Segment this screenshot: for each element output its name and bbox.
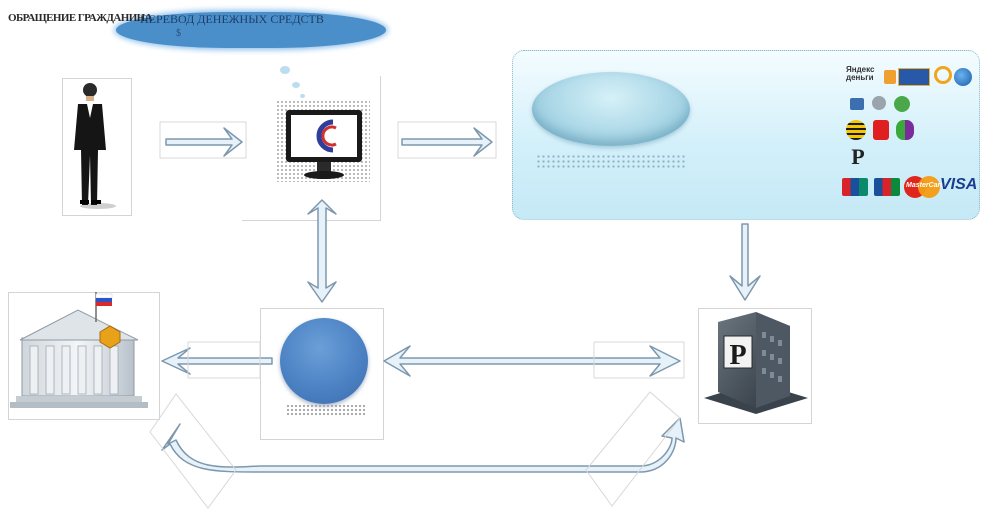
arrow-frame <box>585 391 681 507</box>
bank-building-icon: Р <box>704 312 808 414</box>
monitor-icon <box>286 110 362 179</box>
government-building-icon <box>10 292 148 408</box>
arrow-computer-hub <box>307 199 337 303</box>
title-cloud <box>116 12 386 48</box>
arrow-bank-hub <box>383 345 681 377</box>
webmoney-logo <box>954 68 972 86</box>
arrow-payment-to-bank <box>729 223 761 301</box>
contact-logo <box>898 68 930 86</box>
arrow-frame <box>593 341 685 379</box>
mts-logo <box>873 120 889 140</box>
header-left-text: ОБРАЩЕНИЕ ГРАЖДАНИНА <box>8 12 153 24</box>
arrow-frame <box>187 341 261 379</box>
bank-ruble-sign: Р <box>729 340 746 371</box>
visa-logo: VISA <box>940 176 978 193</box>
businessman-icon <box>74 83 116 209</box>
ring-logo <box>934 66 952 84</box>
thought-bubble <box>300 94 305 98</box>
arrow-computer-to-payment <box>401 127 493 157</box>
arrow-person-to-computer <box>165 127 243 157</box>
qiwi-logo <box>850 98 864 110</box>
hub-shadow <box>286 404 366 416</box>
mastercard-label: MasterCard <box>906 182 945 189</box>
wallet-logo <box>884 70 896 84</box>
thought-bubble <box>292 82 300 88</box>
bank-logo <box>872 96 886 110</box>
page-title: ПЕРЕВОД ДЕНЕЖНЫХ СРЕДСТВ <box>140 12 324 26</box>
arrow-hub-to-central-bank <box>161 347 273 375</box>
green-circle-logo <box>894 96 910 112</box>
ruble-logo: Р <box>851 144 865 169</box>
payment-oval <box>532 72 690 146</box>
mastercard-logo: MasterCard <box>904 176 945 198</box>
hub-circle <box>280 318 368 404</box>
megafon-logo <box>896 120 914 140</box>
beeline-logo <box>846 120 866 140</box>
unionpay-logo <box>842 178 868 196</box>
yandex-money-logo: Яндекс деньги <box>846 65 875 82</box>
title-symbol: $ <box>176 28 181 39</box>
arrow-bank-to-central-bank <box>161 417 685 473</box>
arrow-frame <box>397 121 497 159</box>
jcb-logo <box>874 178 900 196</box>
arrow-frame <box>159 121 247 159</box>
arrow-frame <box>149 393 237 509</box>
payment-oval-shadow <box>536 154 686 170</box>
thought-bubble <box>280 66 290 74</box>
